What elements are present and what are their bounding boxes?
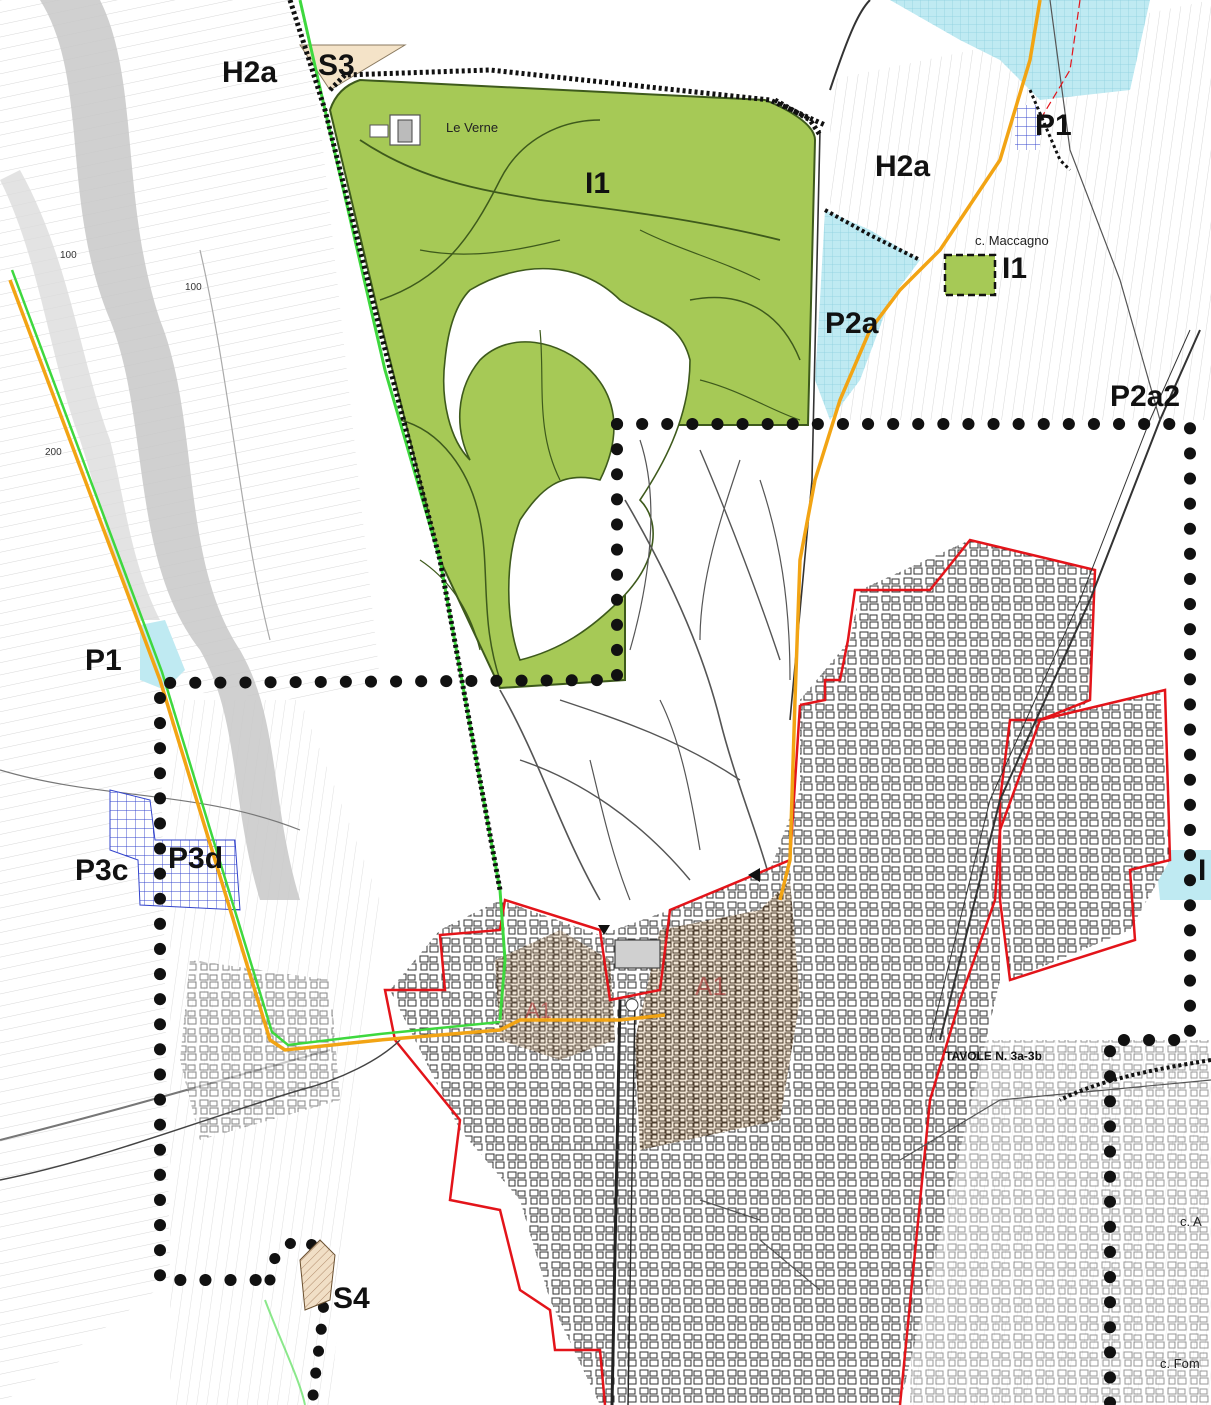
direction-arrow-icon xyxy=(598,868,760,935)
urban-boundary xyxy=(383,538,1172,1405)
villa-building-icon xyxy=(369,114,421,146)
label-i1-small: I1 xyxy=(1002,252,1027,285)
label-p1-north: P1 xyxy=(1035,109,1072,142)
label-p3c: P3c xyxy=(75,854,128,887)
label-h2a-west: H2a xyxy=(222,56,277,89)
p-zones-cyan xyxy=(140,0,1211,900)
label-c-a: c. A xyxy=(1180,1214,1202,1229)
label-s3: S3 xyxy=(318,49,355,82)
black-boundaries xyxy=(287,0,1072,891)
label-p2a2: P2a2 xyxy=(1110,380,1180,413)
label-p2a: P2a xyxy=(825,307,879,340)
label-p1-west: P1 xyxy=(85,644,122,677)
town-villa-icon xyxy=(614,939,661,1012)
sheet-boundaries xyxy=(154,418,1196,1405)
contour-100-a: 100 xyxy=(60,250,77,261)
label-c-fom: c. Fom xyxy=(1160,1356,1200,1371)
label-a1-historic: A1 xyxy=(695,971,727,1001)
label-i-right: I xyxy=(1198,854,1206,887)
contour-100-b: 100 xyxy=(185,282,202,293)
label-s4: S4 xyxy=(333,1282,370,1315)
label-a1-west: A1 xyxy=(525,998,552,1023)
park-south-paths xyxy=(499,439,791,901)
i1-small-zone xyxy=(943,253,997,297)
label-tavole: TAVOLE N. 3a-3b xyxy=(945,1049,1042,1063)
p3-grid-zone xyxy=(109,789,241,911)
label-le-verne: Le Verne xyxy=(446,120,498,135)
label-c-maccagno: c. Maccagno xyxy=(975,233,1049,248)
urban-fabric xyxy=(180,540,1211,1405)
s4-zone xyxy=(264,1239,336,1405)
label-h2a-east: H2a xyxy=(875,150,930,183)
label-i1-park: I1 xyxy=(585,167,610,200)
label-p3d: P3d xyxy=(168,842,223,875)
i1-park xyxy=(328,78,817,690)
contour-200: 200 xyxy=(45,447,62,458)
